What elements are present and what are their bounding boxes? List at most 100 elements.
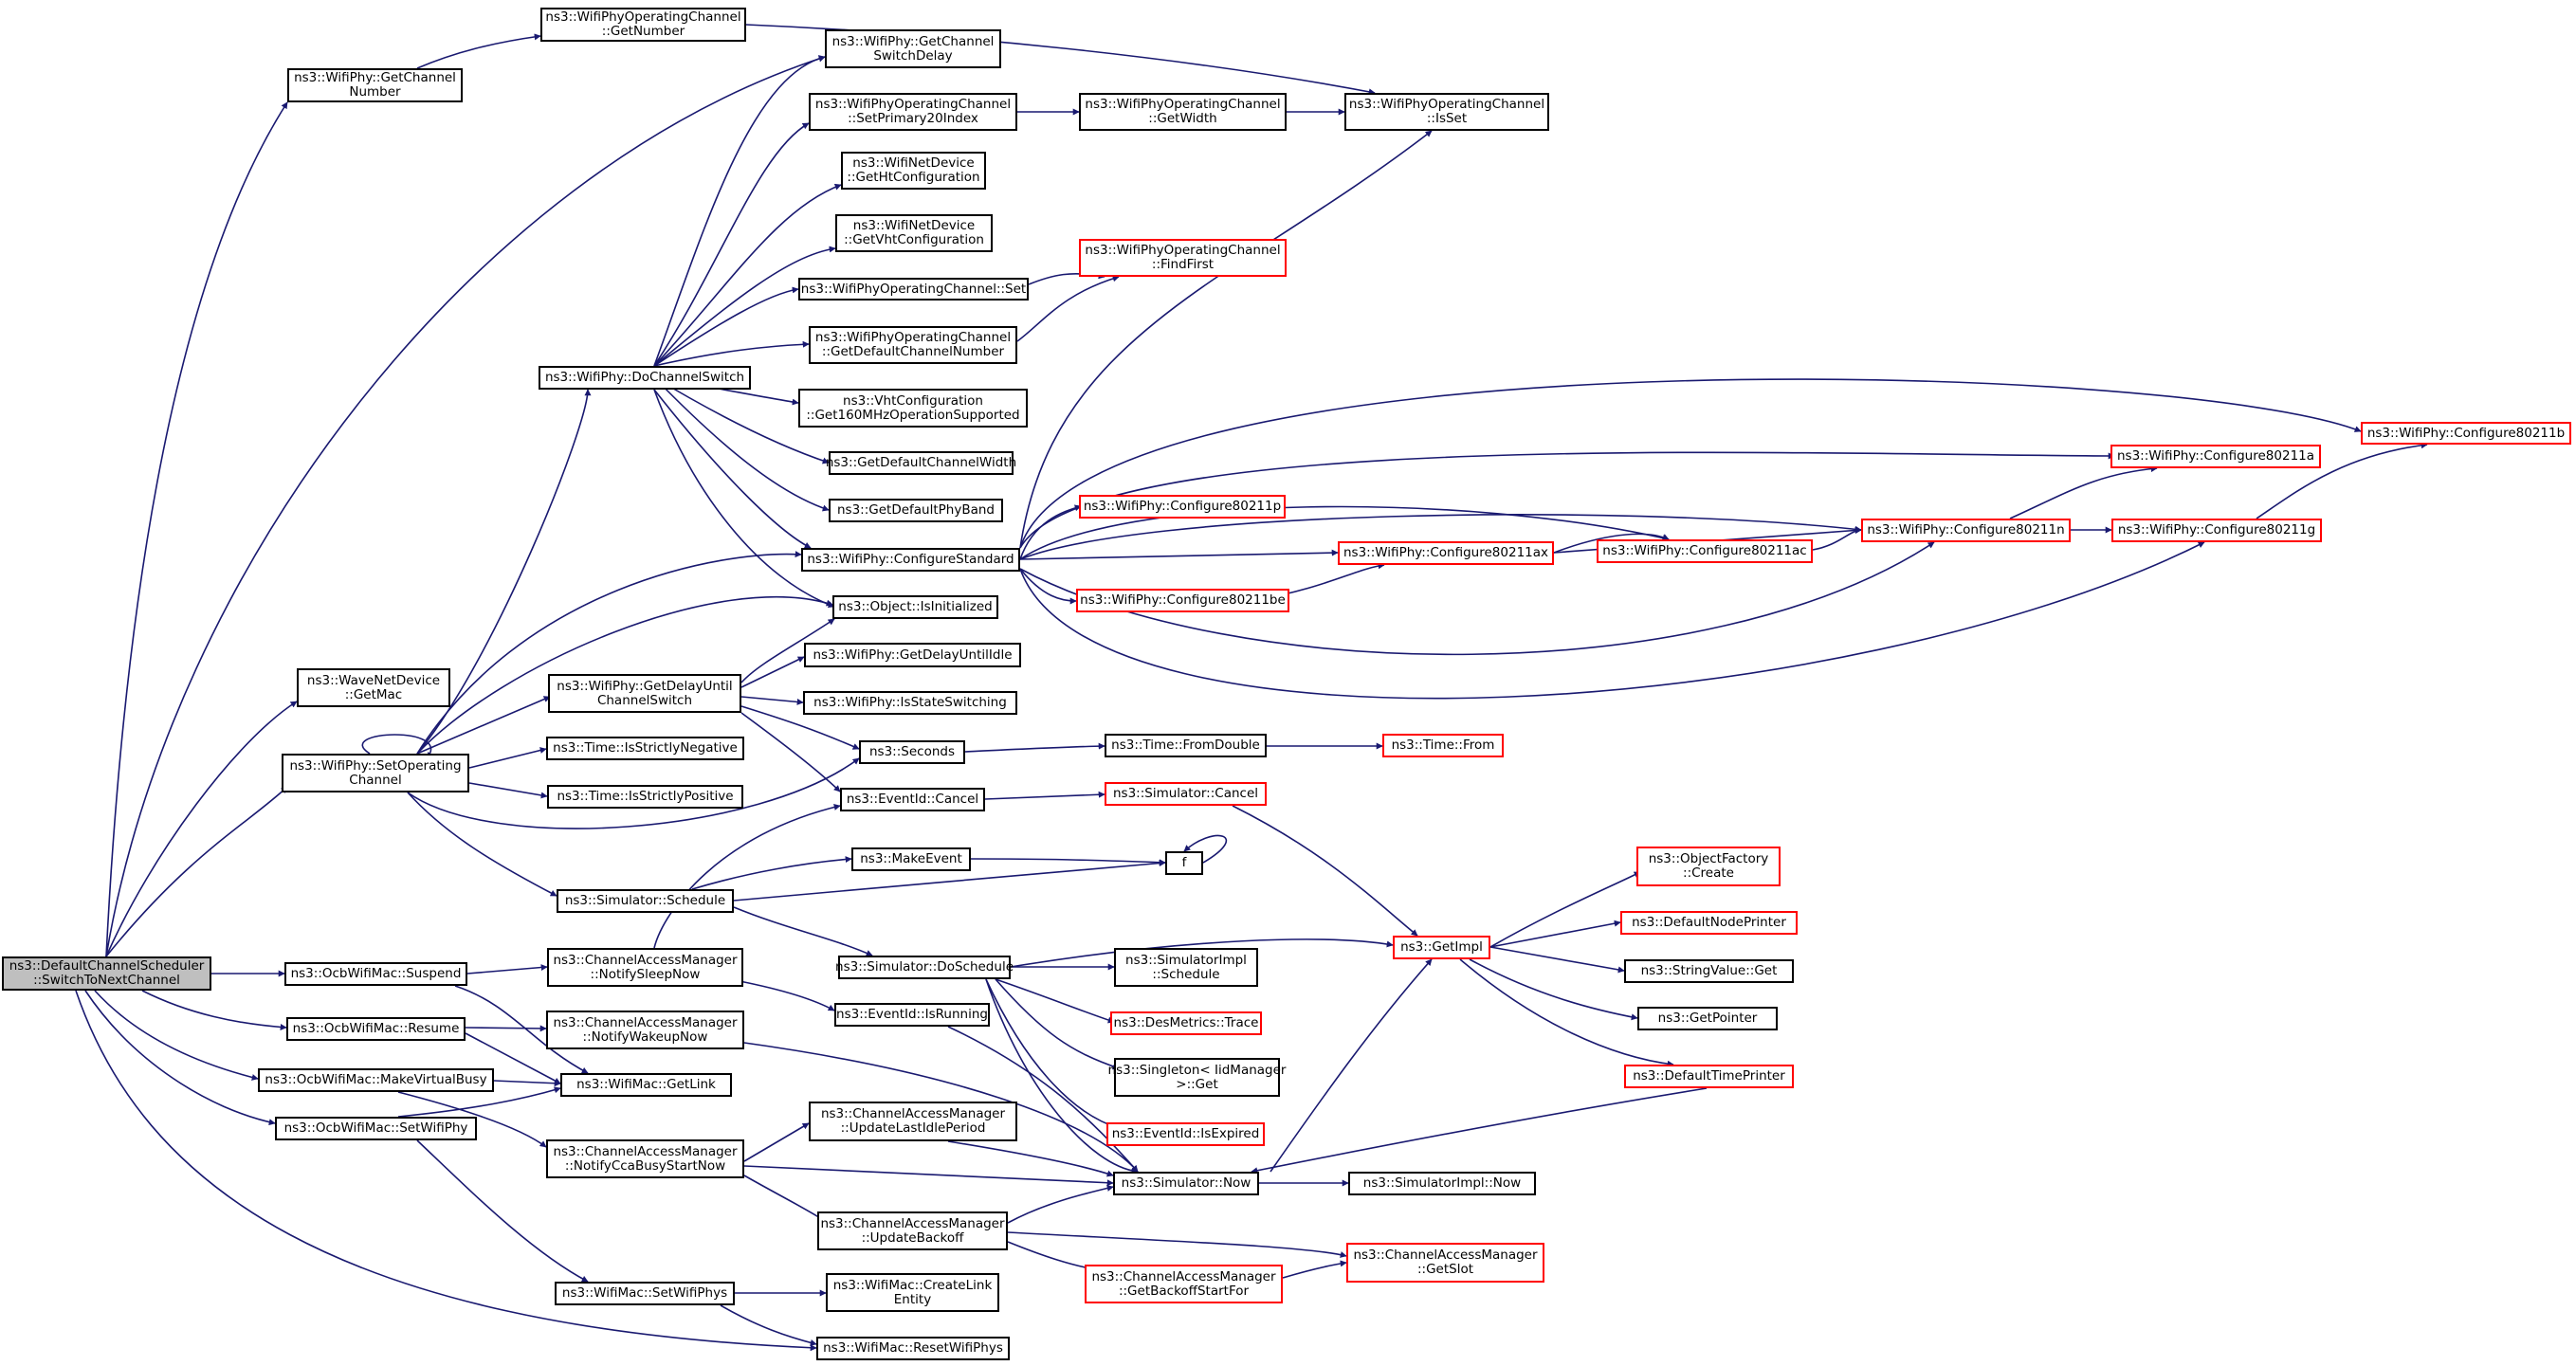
- node-time-isstrictlynegative[interactable]: ns3::Time::IsStrictlyNegative: [546, 737, 744, 760]
- node-simulator-schedule[interactable]: ns3::Simulator::Schedule: [557, 889, 734, 913]
- node-wifiphy-configure80211b[interactable]: ns3::WifiPhy::Configure80211b: [2361, 422, 2571, 445]
- node-ocbwifimac-resume[interactable]: ns3::OcbWifiMac::Resume: [286, 1017, 466, 1041]
- call-edge: [653, 122, 810, 367]
- node-objectfactory-create[interactable]: ns3::ObjectFactory ::Create: [1636, 847, 1781, 886]
- call-edge: [984, 791, 1105, 800]
- node-wifiphy-getchannelnumber[interactable]: ns3::WifiPhy::GetChannel Number: [287, 68, 463, 102]
- call-edge: [653, 340, 810, 367]
- call-edge: [105, 101, 288, 957]
- call-edge: [1812, 527, 1862, 551]
- node-wifiphy-getchannelswitchdelay[interactable]: ns3::WifiPhy::GetChannel SwitchDelay: [825, 29, 1001, 68]
- node-channelaccessmanager-getslot[interactable]: ns3::ChannelAccessManager ::GetSlot: [1346, 1243, 1544, 1283]
- call-edge: [1019, 514, 1862, 560]
- node-wifinetdevice-getvhtconfiguration[interactable]: ns3::WifiNetDevice ::GetVhtConfiguration: [835, 214, 993, 252]
- node-wifiphy-configure80211a[interactable]: ns3::WifiPhy::Configure80211a: [2110, 445, 2321, 468]
- node-channelaccessmanager-notifyccabusystartnow[interactable]: ns3::ChannelAccessManager ::NotifyCcaBus…: [546, 1139, 744, 1178]
- node-wifiphy-configure80211n[interactable]: ns3::WifiPhy::Configure80211n: [1861, 519, 2071, 542]
- node-singleton-iidmanager-get[interactable]: ns3::Singleton< IidManager >::Get: [1108, 1058, 1286, 1097]
- node-simulator-cancel[interactable]: ns3::Simulator::Cancel: [1105, 782, 1267, 806]
- node-wavenetdevice-getmac[interactable]: ns3::WaveNetDevice ::GetMac: [297, 668, 450, 707]
- node-wifiphyoperatingchannel-findfirst[interactable]: ns3::WifiPhyOperatingChannel ::FindFirst: [1079, 239, 1287, 277]
- call-edge: [416, 551, 802, 755]
- call-edge: [1019, 505, 1670, 560]
- call-edge: [743, 1175, 826, 1222]
- node-wifiphyoperatingchannel-set[interactable]: ns3::WifiPhyOperatingChannel::Set: [798, 278, 1029, 301]
- call-edge: [1459, 958, 1674, 1067]
- node-wifiphyoperatingchannel-getnumber[interactable]: ns3::WifiPhyOperatingChannel ::GetNumber: [540, 8, 746, 42]
- node-eventid-cancel[interactable]: ns3::EventId::Cancel: [840, 788, 985, 811]
- call-edge: [743, 1042, 1139, 1173]
- node-eventid-isexpired[interactable]: ns3::EventId::IsExpired: [1106, 1122, 1265, 1146]
- call-edge: [653, 804, 841, 949]
- call-edge: [947, 1140, 1114, 1177]
- node-wifiphy-isstateswitching[interactable]: ns3::WifiPhy::IsStateSwitching: [803, 691, 1017, 715]
- node-wifimac-setwifiphys[interactable]: ns3::WifiMac::SetWifiPhys: [555, 1282, 735, 1305]
- call-edge: [2256, 442, 2428, 519]
- node-ocbwifimac-setwifiphy[interactable]: ns3::OcbWifiMac::SetWifiPhy: [275, 1117, 477, 1140]
- node-defaulttimeprinter[interactable]: ns3::DefaultTimePrinter: [1624, 1065, 1794, 1088]
- call-edge: [416, 696, 551, 755]
- call-edge: [995, 978, 1115, 1024]
- node-simulatorimpl-schedule[interactable]: ns3::SimulatorImpl ::Schedule: [1114, 948, 1258, 987]
- node-wifimac-resetwifiphys[interactable]: ns3::WifiMac::ResetWifiPhys: [816, 1337, 1010, 1360]
- node-defaultchannelscheduler-switchtonextchannel: ns3::DefaultChannelScheduler ::SwitchToN…: [2, 956, 211, 991]
- node-stringvalue-get[interactable]: ns3::StringValue::Get: [1624, 959, 1794, 983]
- node-getpointer[interactable]: ns3::GetPointer: [1637, 1007, 1778, 1030]
- node-channelaccessmanager-getbackoffstartfor[interactable]: ns3::ChannelAccessManager ::GetBackoffSt…: [1085, 1265, 1283, 1303]
- node-eventid-isrunning[interactable]: ns3::EventId::IsRunning: [834, 1003, 990, 1027]
- call-edge: [720, 1304, 817, 1346]
- node-simulatorimpl-now[interactable]: ns3::SimulatorImpl::Now: [1348, 1172, 1536, 1195]
- node-wifiphyoperatingchannel-getwidth[interactable]: ns3::WifiPhyOperatingChannel ::GetWidth: [1079, 93, 1287, 131]
- node-wifiphyoperatingchannel-getdefaultchannelnumber[interactable]: ns3::WifiPhyOperatingChannel ::GetDefaul…: [809, 326, 1017, 364]
- node-simulator-doschedule[interactable]: ns3::Simulator::DoSchedule: [835, 956, 1014, 979]
- call-edge: [985, 978, 1120, 1130]
- call-edge: [1019, 130, 1433, 549]
- call-edge: [653, 376, 830, 512]
- call-edge: [653, 389, 812, 549]
- node-f[interactable]: f: [1165, 851, 1203, 875]
- node-ocbwifimac-suspend[interactable]: ns3::OcbWifiMac::Suspend: [284, 962, 467, 986]
- call-edge: [397, 1086, 561, 1118]
- node-channelaccessmanager-updatebackoff[interactable]: ns3::ChannelAccessManager ::UpdateBackof…: [817, 1211, 1008, 1250]
- node-wifimac-getlink[interactable]: ns3::WifiMac::GetLink: [560, 1073, 732, 1097]
- node-wifimac-createlinkentity[interactable]: ns3::WifiMac::CreateLink Entity: [826, 1273, 999, 1312]
- node-time-fromdouble[interactable]: ns3::Time::FromDouble: [1105, 734, 1267, 757]
- node-wifiphy-configurestandard[interactable]: ns3::WifiPhy::ConfigureStandard: [801, 548, 1020, 572]
- node-wifiphy-dochannelswitch[interactable]: ns3::WifiPhy::DoChannelSwitch: [539, 366, 751, 390]
- node-wifiphy-configure80211g[interactable]: ns3::WifiPhy::Configure80211g: [2111, 519, 2322, 542]
- node-seconds[interactable]: ns3::Seconds: [859, 740, 965, 764]
- node-channelaccessmanager-notifysleepnow[interactable]: ns3::ChannelAccessManager ::NotifySleepN…: [547, 948, 743, 987]
- node-getdefaultchannelwidth[interactable]: ns3::GetDefaultChannelWidth: [826, 451, 1016, 475]
- call-edge: [1251, 1087, 1708, 1175]
- node-desmetrics-trace[interactable]: ns3::DesMetrics::Trace: [1110, 1011, 1262, 1035]
- node-channelaccessmanager-notifywakeupnow[interactable]: ns3::ChannelAccessManager ::NotifyWakeup…: [546, 1011, 744, 1049]
- node-getimpl[interactable]: ns3::GetImpl: [1393, 936, 1490, 959]
- node-wifiphy-configure80211be[interactable]: ns3::WifiPhy::Configure80211be: [1076, 589, 1289, 612]
- node-getdefaultphyband[interactable]: ns3::GetDefaultPhyBand: [829, 499, 1003, 522]
- node-wifiphy-setoperatingchannel[interactable]: ns3::WifiPhy::SetOperating Channel: [282, 754, 469, 792]
- call-edge: [653, 55, 826, 367]
- node-wifiphy-configure80211ac[interactable]: ns3::WifiPhy::Configure80211ac: [1597, 539, 1813, 563]
- node-channelaccessmanager-updatelastidleperiod[interactable]: ns3::ChannelAccessManager ::UpdateLastId…: [809, 1102, 1017, 1141]
- call-edge: [740, 618, 835, 683]
- node-defaultnodeprinter[interactable]: ns3::DefaultNodePrinter: [1620, 911, 1798, 935]
- call-edge: [75, 990, 817, 1352]
- call-edge: [1469, 958, 1638, 1021]
- node-wifinetdevice-gethtconfiguration[interactable]: ns3::WifiNetDevice ::GetHtConfiguration: [841, 152, 986, 190]
- call-edge: [653, 389, 835, 609]
- call-edge: [1489, 871, 1641, 948]
- node-wifiphy-getdelayuntilidle[interactable]: ns3::WifiPhy::GetDelayUntilIdle: [804, 643, 1021, 667]
- node-ocbwifimac-makevirtualbusy[interactable]: ns3::OcbWifiMac::MakeVirtualBusy: [258, 1068, 494, 1092]
- node-wifiphy-configure80211p[interactable]: ns3::WifiPhy::Configure80211p: [1079, 495, 1286, 519]
- node-wifiphy-getdelayuntilchannelswitch[interactable]: ns3::WifiPhy::GetDelayUntil ChannelSwitc…: [548, 674, 741, 713]
- node-time-from[interactable]: ns3::Time::From: [1382, 734, 1504, 757]
- node-makeevent[interactable]: ns3::MakeEvent: [851, 847, 971, 871]
- node-wifiphy-configure80211ax[interactable]: ns3::WifiPhy::Configure80211ax: [1338, 541, 1554, 565]
- node-simulator-now[interactable]: ns3::Simulator::Now: [1113, 1172, 1259, 1195]
- node-vhtconfiguration-get160mhzoperationsupported[interactable]: ns3::VhtConfiguration ::Get160MHzOperati…: [798, 389, 1028, 428]
- node-wifiphyoperatingchannel-setprimary20index[interactable]: ns3::WifiPhyOperatingChannel ::SetPrimar…: [809, 93, 1017, 131]
- node-object-isinitialized[interactable]: ns3::Object::IsInitialized: [832, 595, 998, 619]
- node-time-isstrictlypositive[interactable]: ns3::Time::IsStrictlyPositive: [547, 785, 743, 809]
- call-edge: [141, 990, 287, 1031]
- node-wifiphyoperatingchannel-isset[interactable]: ns3::WifiPhyOperatingChannel ::IsSet: [1344, 93, 1549, 131]
